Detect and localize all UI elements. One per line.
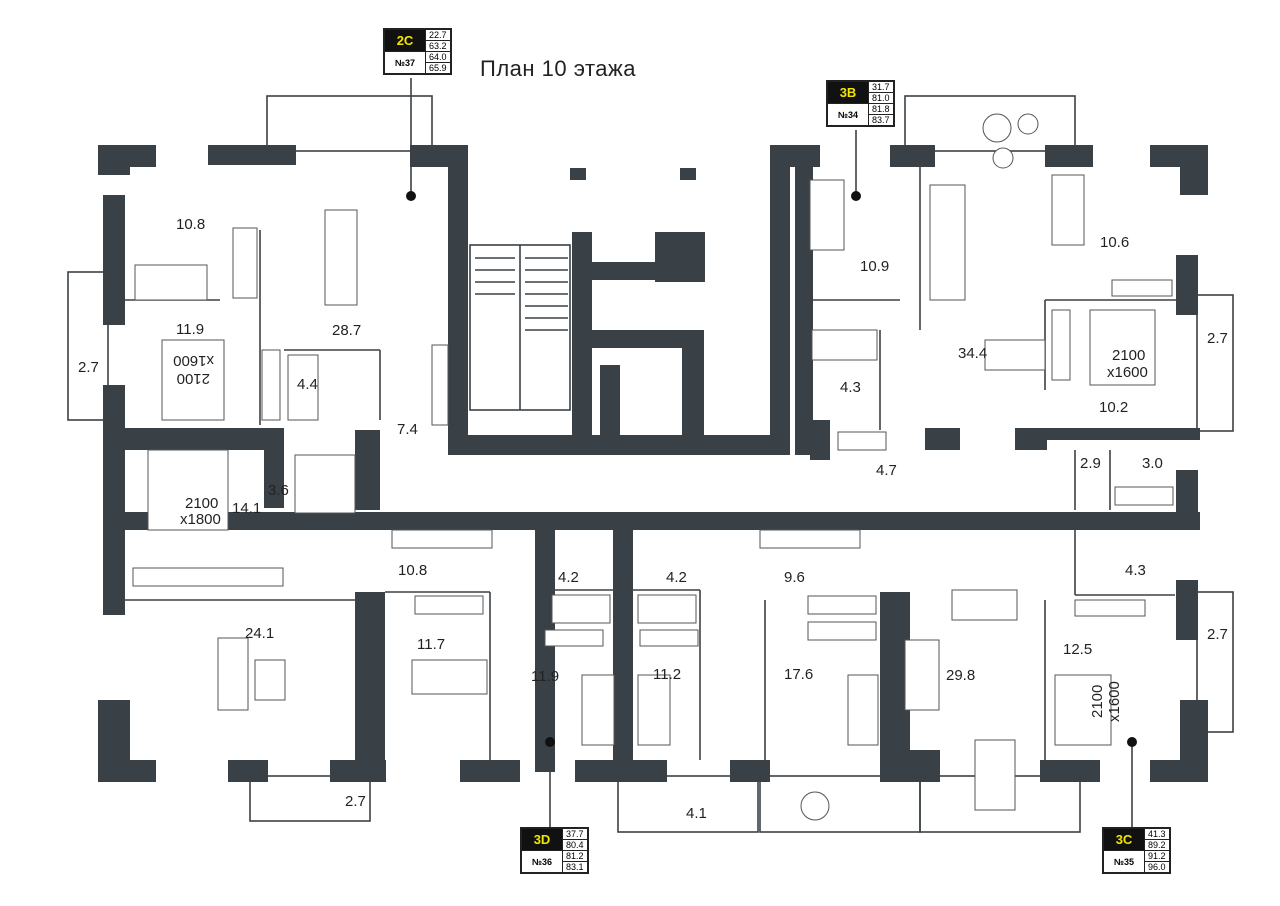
area-value: 22.7 bbox=[425, 29, 451, 41]
room-area: 14.1 bbox=[232, 500, 261, 517]
bed-size: 2100 bbox=[185, 495, 218, 512]
balconies bbox=[67, 95, 1234, 833]
plan-title: План 10 этажа bbox=[480, 56, 636, 81]
bed-size: x1600 bbox=[1107, 364, 1148, 381]
room-area: 2.7 bbox=[345, 793, 366, 810]
apartment-code: 3C bbox=[1103, 828, 1145, 851]
area-value: 41.3 bbox=[1144, 828, 1170, 840]
apartment-number: №34 bbox=[827, 103, 869, 126]
area-value: 81.8 bbox=[868, 103, 894, 115]
bed-size: 2100 bbox=[1089, 685, 1106, 718]
area-value: 65.9 bbox=[425, 62, 451, 74]
apartment-code: 3D bbox=[521, 828, 563, 851]
room-area: 4.3 bbox=[840, 379, 861, 396]
area-value: 63.2 bbox=[425, 40, 451, 52]
apartment-number: №35 bbox=[1103, 850, 1145, 873]
bed-size: x1600 bbox=[1106, 681, 1123, 722]
room-area: 11.9 bbox=[176, 321, 204, 338]
area-value: 91.2 bbox=[1144, 850, 1170, 862]
area-value: 96.0 bbox=[1144, 861, 1170, 873]
apartment-number: №36 bbox=[521, 850, 563, 873]
room-area: 24.1 bbox=[245, 625, 274, 642]
furniture bbox=[134, 113, 1156, 821]
area-value: 83.7 bbox=[868, 114, 894, 126]
area-value: 83.1 bbox=[562, 861, 588, 873]
room-area: 10.6 bbox=[1100, 234, 1129, 251]
apartment-markers bbox=[406, 78, 1137, 827]
room-area: 10.8 bbox=[398, 562, 427, 579]
room-area: 4.2 bbox=[558, 569, 579, 586]
room-area: 4.2 bbox=[666, 569, 687, 586]
room-area: 9.6 bbox=[784, 569, 805, 586]
room-area: 4.7 bbox=[876, 462, 897, 479]
area-value: 81.0 bbox=[868, 92, 894, 104]
room-area: 29.8 bbox=[946, 667, 975, 684]
bed-labels: 2100 x1600 2100 x1800 2100 x1600 2100 x1… bbox=[173, 347, 1148, 722]
room-area: 34.4 bbox=[958, 345, 987, 362]
area-value: 81.2 bbox=[562, 850, 588, 862]
bed-size: 2100 bbox=[177, 370, 210, 387]
room-area: 2.9 bbox=[1080, 455, 1101, 472]
room-area: 17.6 bbox=[784, 666, 813, 683]
wardrobes bbox=[132, 227, 1174, 647]
bed-size: x1600 bbox=[173, 352, 214, 369]
bed-size: x1800 bbox=[180, 511, 221, 528]
room-area: 4.1 bbox=[686, 805, 707, 822]
area-value: 89.2 bbox=[1144, 839, 1170, 851]
apartment-number: №37 bbox=[384, 51, 426, 74]
staircase bbox=[469, 244, 571, 411]
room-area: 2.7 bbox=[78, 359, 99, 376]
area-value: 64.0 bbox=[425, 51, 451, 63]
room-area: 10.2 bbox=[1099, 399, 1128, 416]
room-area: 10.8 bbox=[176, 216, 205, 233]
room-area: 3.0 bbox=[1142, 455, 1163, 472]
room-area: 10.9 bbox=[860, 258, 889, 275]
room-area: 11.7 bbox=[417, 636, 445, 653]
room-areas: 10.8 11.9 28.7 4.4 7.4 2.7 14.1 3.6 10.8… bbox=[78, 216, 1228, 822]
room-area: 11.9 bbox=[531, 668, 559, 685]
room-area: 7.4 bbox=[397, 421, 418, 438]
room-area: 4.4 bbox=[297, 376, 318, 393]
area-value: 80.4 bbox=[562, 839, 588, 851]
bed-size: 2100 bbox=[1112, 347, 1145, 364]
apartment-code: 3B bbox=[827, 81, 869, 104]
room-area: 2.7 bbox=[1207, 626, 1228, 643]
partitions bbox=[125, 155, 1180, 760]
room-area: 11.2 bbox=[653, 666, 681, 683]
room-area: 4.3 bbox=[1125, 562, 1146, 579]
area-value: 37.7 bbox=[562, 828, 588, 840]
room-area: 3.6 bbox=[268, 482, 289, 499]
area-value: 31.7 bbox=[868, 81, 894, 93]
apartment-code: 2C bbox=[384, 29, 426, 52]
room-area: 2.7 bbox=[1207, 330, 1228, 347]
room-area: 28.7 bbox=[332, 322, 361, 339]
room-area: 12.5 bbox=[1063, 641, 1092, 658]
